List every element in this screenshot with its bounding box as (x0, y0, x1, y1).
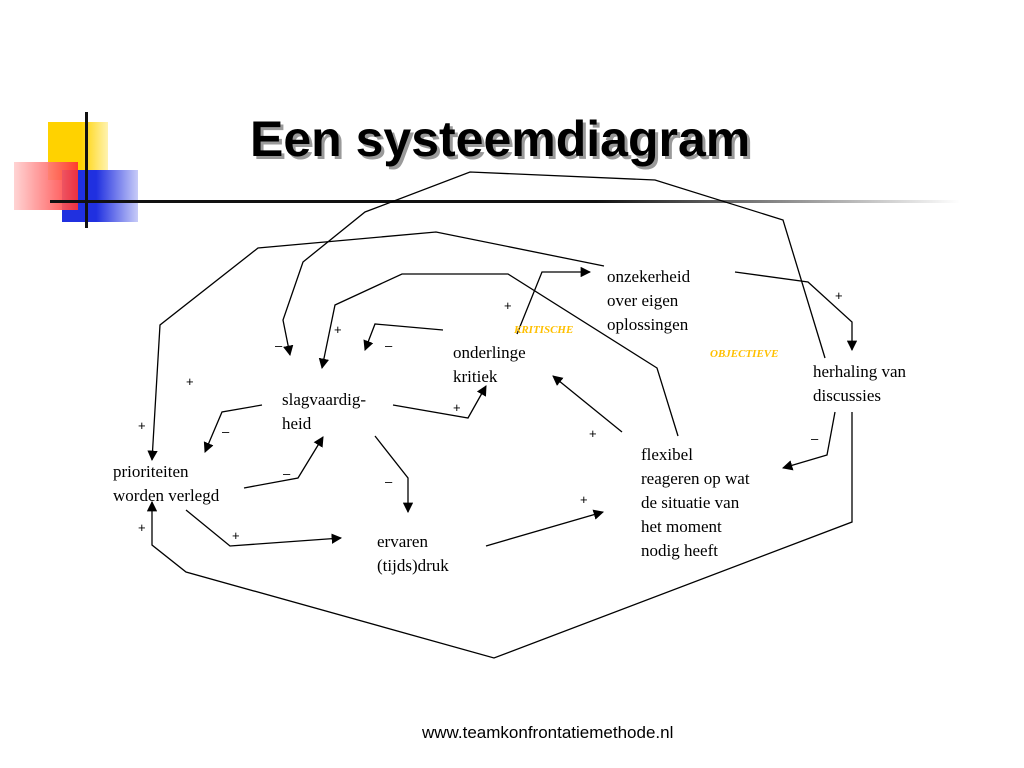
edge-herhaling-flexibel (782, 411, 836, 471)
node-onderlinge-kritiek: onderlinge kritiek (453, 343, 526, 386)
sign-plus: + (589, 426, 597, 441)
node-slagvaardigheid: slagvaardig- heid (282, 390, 367, 433)
sign-minus: – (283, 466, 291, 481)
sign-plus: + (504, 298, 512, 313)
node-flexibel: flexibel reageren op wat de situatie van… (641, 445, 750, 560)
edge-kritiek-onzekerheid (516, 266, 592, 335)
node-onzekerheid: onzekerheid over eigen oplossingen (607, 267, 691, 334)
edge-prioriteiten-druk (185, 509, 343, 547)
node-prioriteiten: prioriteiten worden verlegd (113, 462, 220, 505)
sign-plus: + (138, 418, 146, 433)
sign-plus: + (186, 374, 194, 389)
sign-plus: + (334, 322, 342, 337)
node-ervaren-druk: ervaren (tijds)druk (377, 532, 449, 575)
sign-minus: – (385, 338, 393, 353)
edge-onzekerheid-herhaling (734, 271, 858, 352)
tag-kritische: KRITISCHE (514, 324, 574, 336)
deco-horizontal-line (50, 200, 960, 203)
edge-slagvaardigheid-prioriteiten (203, 404, 263, 453)
sign-plus: + (232, 528, 240, 543)
footer-url: www.teamkonfrontatiemethode.nl (422, 723, 674, 742)
sign-plus: + (453, 400, 461, 415)
edge-herhaling-prioriteiten (146, 412, 853, 659)
sign-minus: – (385, 474, 393, 489)
edge-flexibel-slagvaardigheid-inner (318, 273, 679, 437)
deco-vertical-line (85, 112, 88, 228)
edge-druk-flexibel (485, 509, 604, 547)
edge-onzekerheid-prioriteiten (147, 231, 605, 462)
sign-plus: + (138, 520, 146, 535)
edge-flexibel-slagvaardigheid (282, 171, 826, 359)
edge-slagvaardigheid-kritiek (392, 385, 487, 419)
tag-objectieve: OBJECTIEVE (710, 348, 779, 360)
edge-kritiek-slagvaardigheid (363, 323, 444, 351)
edge-slagvaardigheid-druk (374, 435, 414, 514)
sign-minus: – (275, 338, 283, 353)
sign-minus: – (811, 431, 819, 446)
page-title: Een systeemdiagram (250, 111, 751, 167)
sign-plus: + (835, 288, 843, 303)
sign-plus: + (580, 492, 588, 507)
edge-flexibel-kritiek (552, 375, 623, 433)
edge-prioriteiten-slagvaardigheid (243, 436, 324, 489)
sign-minus: – (222, 424, 230, 439)
node-herhaling: herhaling van discussies (813, 362, 906, 405)
